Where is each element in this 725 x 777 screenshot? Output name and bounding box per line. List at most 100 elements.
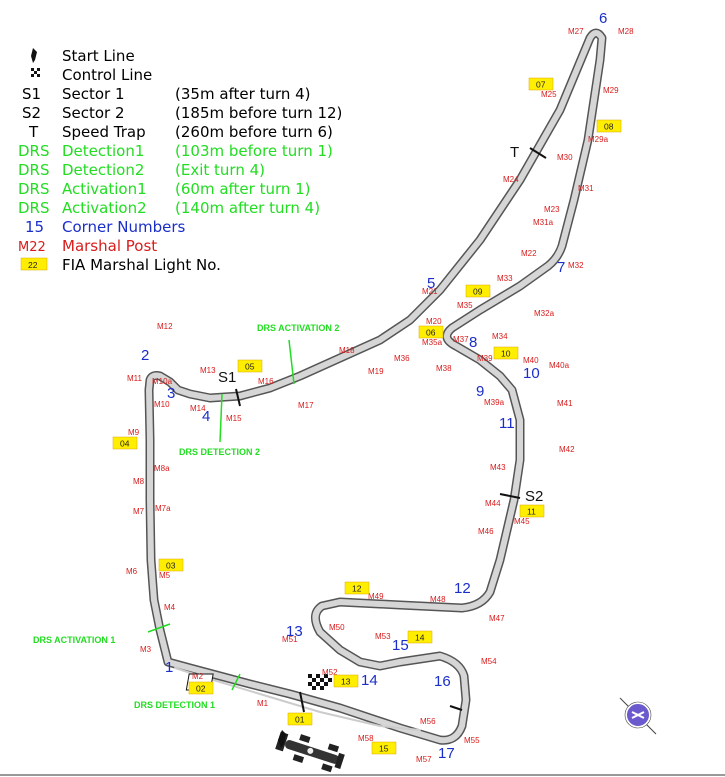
corner-number: 1 — [165, 659, 173, 676]
marshal-light-number: 10 — [501, 349, 511, 359]
start-line-icon — [31, 48, 37, 63]
marshal-post-label: M8 — [133, 477, 145, 486]
svg-text:S2: S2 — [525, 488, 543, 505]
marshal-light: 13 — [333, 674, 359, 688]
legend-drs-activation1: DRS Activation1 (60m after turn 1) — [18, 180, 311, 198]
marshal-light-box — [519, 504, 545, 518]
corner-number: 16 — [434, 673, 451, 690]
marshal-post-label: M15 — [226, 414, 242, 423]
marshal-post-label: M10 — [154, 400, 170, 409]
marshal-light-number: 09 — [473, 287, 483, 297]
svg-text:Activation1: Activation1 — [62, 180, 147, 198]
marshal-post-label: M53 — [375, 632, 391, 641]
svg-text:Detection2: Detection2 — [62, 161, 144, 179]
marshal-post-label: M27 — [568, 27, 584, 36]
marshal-post-label: M47 — [489, 614, 505, 623]
marshal-light: 01 — [287, 712, 313, 726]
speed-trap-line — [529, 147, 547, 159]
marshal-post-label: M46 — [478, 527, 494, 536]
svg-text:22: 22 — [28, 260, 38, 270]
corner-number: 13 — [286, 623, 303, 640]
marshal-light: 02 — [188, 681, 214, 695]
marshal-post-label: M58 — [358, 734, 374, 743]
marshal-post-label: M51 — [282, 635, 298, 644]
marshal-light-box — [112, 436, 138, 450]
corner-number: 3 — [167, 385, 175, 402]
marshal-post-label: M23 — [544, 205, 560, 214]
marshal-post-label: M30 — [557, 153, 573, 162]
legend-sector2: S2 Sector 2 (185m before turn 12) — [22, 104, 342, 122]
marshal-post-label: M54 — [481, 657, 497, 666]
marshal-post-label: M9 — [128, 428, 140, 437]
marshal-light-number: 01 — [295, 715, 305, 725]
marshal-light: 10 — [493, 346, 519, 360]
marshal-post-label: M43 — [490, 463, 506, 472]
svg-text:(35m after turn 4): (35m after turn 4) — [175, 85, 311, 103]
marshal-post-label: M52 — [322, 668, 338, 677]
marshal-post-label: M48 — [430, 595, 446, 604]
marshal-light-number: 12 — [352, 584, 362, 594]
marshal-post-label: M21 — [422, 287, 438, 296]
marshal-light: 05 — [237, 359, 263, 373]
marshal-post-label: M2 — [192, 672, 204, 681]
marshal-post-label: M57 — [416, 755, 432, 764]
svg-text:DRS: DRS — [18, 142, 50, 160]
marshal-light-box — [596, 119, 622, 133]
marshal-post-label: M39 — [477, 354, 493, 363]
marshal-post-label: M5 — [159, 571, 171, 580]
marshal-light-number: 14 — [415, 633, 425, 643]
marshal-post-label: M55 — [464, 736, 480, 745]
marshal-light-number: 03 — [166, 561, 176, 571]
svg-text:Corner Numbers: Corner Numbers — [62, 218, 185, 236]
svg-text:(140m after turn 4): (140m after turn 4) — [175, 199, 320, 217]
svg-text:(185m before turn 12): (185m before turn 12) — [175, 104, 342, 122]
marshal-light: 14 — [407, 630, 433, 644]
marshal-light-box — [333, 674, 359, 688]
marshal-post-label: M40a — [549, 361, 570, 370]
marshal-light-number: 07 — [536, 80, 546, 90]
svg-text:T: T — [28, 123, 39, 141]
track-markers: S1 S2 T — [218, 144, 547, 713]
compass-icon — [619, 697, 657, 735]
marshal-post-label: M37 — [453, 335, 469, 344]
corner-number: 7 — [557, 259, 565, 276]
svg-text:Start Line: Start Line — [62, 47, 135, 65]
marshal-post-label: M22 — [521, 249, 537, 258]
drs-detection1-line — [231, 673, 241, 691]
marshal-post-label: M49 — [368, 592, 384, 601]
corner-number: 15 — [392, 637, 409, 654]
marshal-post-label: M8a — [154, 464, 170, 473]
marshal-post-label: M42 — [559, 445, 575, 454]
svg-text:(60m after turn 1): (60m after turn 1) — [175, 180, 311, 198]
legend-marshal-post: M22 Marshal Post — [18, 237, 157, 255]
svg-text:Detection1: Detection1 — [62, 142, 144, 160]
marshal-post-label: M12 — [157, 322, 173, 331]
marshal-post-label: M25 — [541, 90, 557, 99]
svg-text:Marshal Post: Marshal Post — [62, 237, 157, 255]
start-line — [299, 691, 305, 713]
marshal-light-number: 13 — [341, 677, 351, 687]
track-surface — [146, 30, 605, 744]
marshal-light: 08 — [596, 119, 622, 133]
corner-number: 17 — [438, 745, 455, 762]
drs-activation2-line — [288, 339, 295, 385]
marshal-post-label: M38 — [436, 364, 452, 373]
marshal-post-label: M7 — [133, 507, 145, 516]
corner-number: 11 — [499, 415, 515, 432]
marshal-post-label: M7a — [155, 504, 171, 513]
legend-speed-trap: T Speed Trap (260m before turn 6) — [28, 123, 333, 141]
corner-number: 2 — [141, 347, 149, 364]
marshal-post-label: M32a — [534, 309, 555, 318]
marshal-post-label: M31a — [533, 218, 554, 227]
svg-text:FIA Marshal Light No.: FIA Marshal Light No. — [62, 256, 221, 274]
drs-detection2-line — [219, 393, 223, 443]
marshal-light: 11 — [519, 504, 545, 518]
svg-text:DRS: DRS — [18, 199, 50, 217]
marshal-post-label: M1 — [257, 699, 269, 708]
svg-text:S1: S1 — [22, 85, 41, 103]
marshal-post-label: M45 — [514, 517, 530, 526]
marshal-post-label: M35 — [457, 301, 473, 310]
